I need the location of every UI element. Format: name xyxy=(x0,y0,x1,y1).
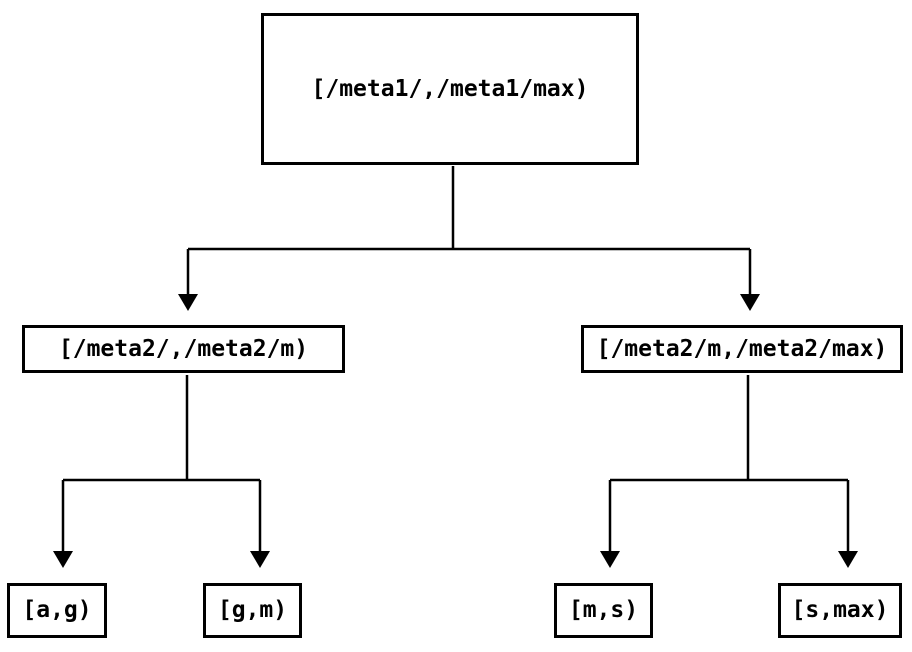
node-root: [/meta1/,/meta1/max) xyxy=(261,13,639,165)
node-meta2-high-label: [/meta2/m,/meta2/max) xyxy=(596,335,888,362)
edge-meta2-low-stem xyxy=(61,375,262,551)
arrow-down-icon xyxy=(838,551,858,568)
arrow-down-icon xyxy=(178,294,198,311)
edge-meta2-high-stem xyxy=(608,375,850,551)
node-meta2-low: [/meta2/,/meta2/m) xyxy=(22,325,345,373)
node-leaf-a-g-label: [a,g) xyxy=(22,597,92,623)
node-meta2-high: [/meta2/m,/meta2/max) xyxy=(581,325,903,373)
node-root-label: [/meta1/,/meta1/max) xyxy=(311,75,589,102)
node-leaf-g-m-label: [g,m) xyxy=(217,597,288,623)
arrow-down-icon xyxy=(53,551,73,568)
arrow-down-icon xyxy=(250,551,270,568)
node-leaf-m-s-label: [m,s) xyxy=(568,597,639,623)
node-leaf-a-g: [a,g) xyxy=(7,583,107,638)
node-leaf-g-m: [g,m) xyxy=(203,583,302,638)
arrow-down-icon xyxy=(740,294,760,311)
arrow-down-icon xyxy=(600,551,620,568)
node-meta2-low-label: [/meta2/,/meta2/m) xyxy=(58,335,309,362)
node-leaf-m-s: [m,s) xyxy=(554,583,653,638)
node-leaf-s-max: [s,max) xyxy=(778,583,902,638)
node-leaf-s-max-label: [s,max) xyxy=(791,597,889,623)
edge-root-stem xyxy=(186,166,752,294)
